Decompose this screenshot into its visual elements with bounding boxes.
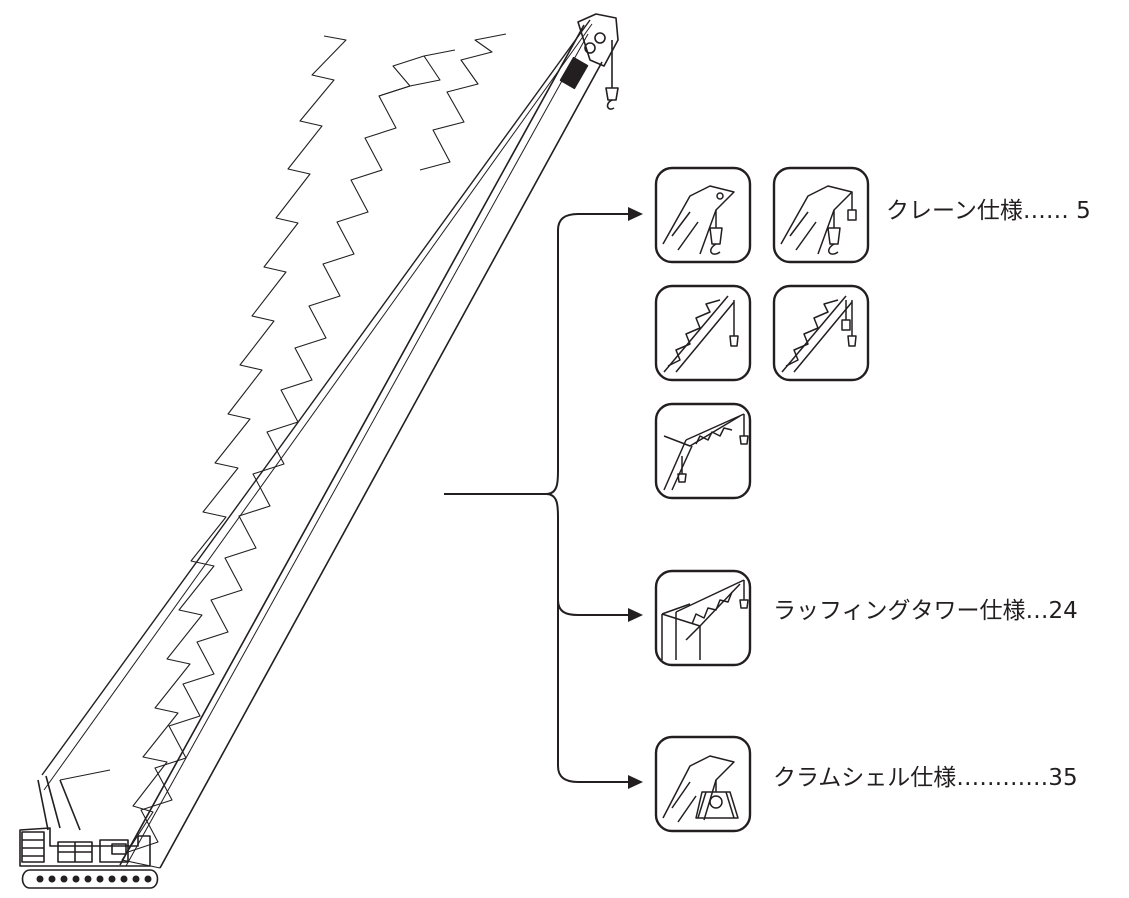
crane-fixed-jib-icon: [654, 402, 752, 500]
connector-brace: [444, 213, 628, 783]
luffing-tower-spec-label: ラッフィングタワー仕様…24: [773, 598, 1078, 624]
crane-spec-label: クレーン仕様…… 5: [886, 198, 1091, 224]
luffing-tower-glyph: [661, 579, 749, 660]
clamshell-bucket-glyph: [662, 755, 739, 823]
luffing-tower-icon: [654, 569, 752, 667]
crane-boom-icon: [654, 284, 752, 382]
arrow-heads: [628, 207, 643, 789]
crane-fixed-jib-glyph: [663, 413, 749, 491]
clamshell-bucket-icon: [654, 735, 752, 833]
crawler-crane-illustration: [19, 13, 619, 889]
crane-aux-hook-glyph: [780, 185, 857, 255]
crane-boom-aux-glyph: [781, 295, 857, 373]
crane-boom-glyph: [663, 295, 739, 373]
crane-hook-glyph: [662, 185, 735, 255]
crane-aux-hook-icon: [772, 166, 870, 264]
clamshell-spec-label: クラムシェル仕様…………35: [773, 765, 1078, 791]
crane-boom-aux-icon: [772, 284, 870, 382]
crane-hook-icon: [654, 166, 752, 264]
